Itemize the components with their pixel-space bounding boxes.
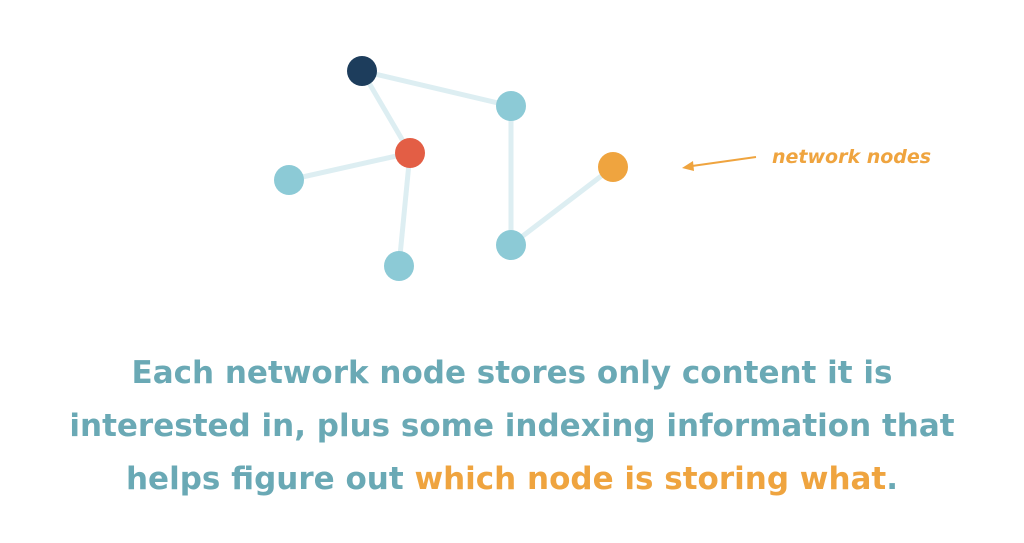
caption-line-2: interested in, plus some indexing inform… [69,408,955,444]
caption: Each network node stores only content it… [40,347,984,506]
edge-red-to-bottom [396,150,413,269]
network-nodes-label: network nodes [772,146,932,168]
node-dark-navy [347,56,377,86]
caption-line-1: Each network node stores only content it… [131,355,893,391]
annotation-arrow-shaft [691,156,757,167]
caption-line-3-start: helps figure out [125,461,415,497]
caption-line-3: helps figure out which node is storing w… [40,453,984,506]
edge-red-to-left [286,150,413,183]
edge-dark-to-red [359,68,413,156]
node-light-blue-upper-right [496,91,526,121]
network-edges [286,68,616,269]
annotation-arrowhead-icon [682,161,694,171]
edge-lower-right-to-orange [508,164,616,248]
edge-dark-to-upper-right [359,68,514,109]
node-red-orange [395,138,425,168]
node-orange [598,152,628,182]
caption-line-3-end: . [886,461,899,497]
node-light-blue-left [274,165,304,195]
annotation-arrow [682,156,757,171]
network-nodes [274,56,628,281]
caption-highlight: which node is storing what [414,461,887,497]
node-light-blue-bottom [384,251,414,281]
node-light-blue-lower-right [496,230,526,260]
